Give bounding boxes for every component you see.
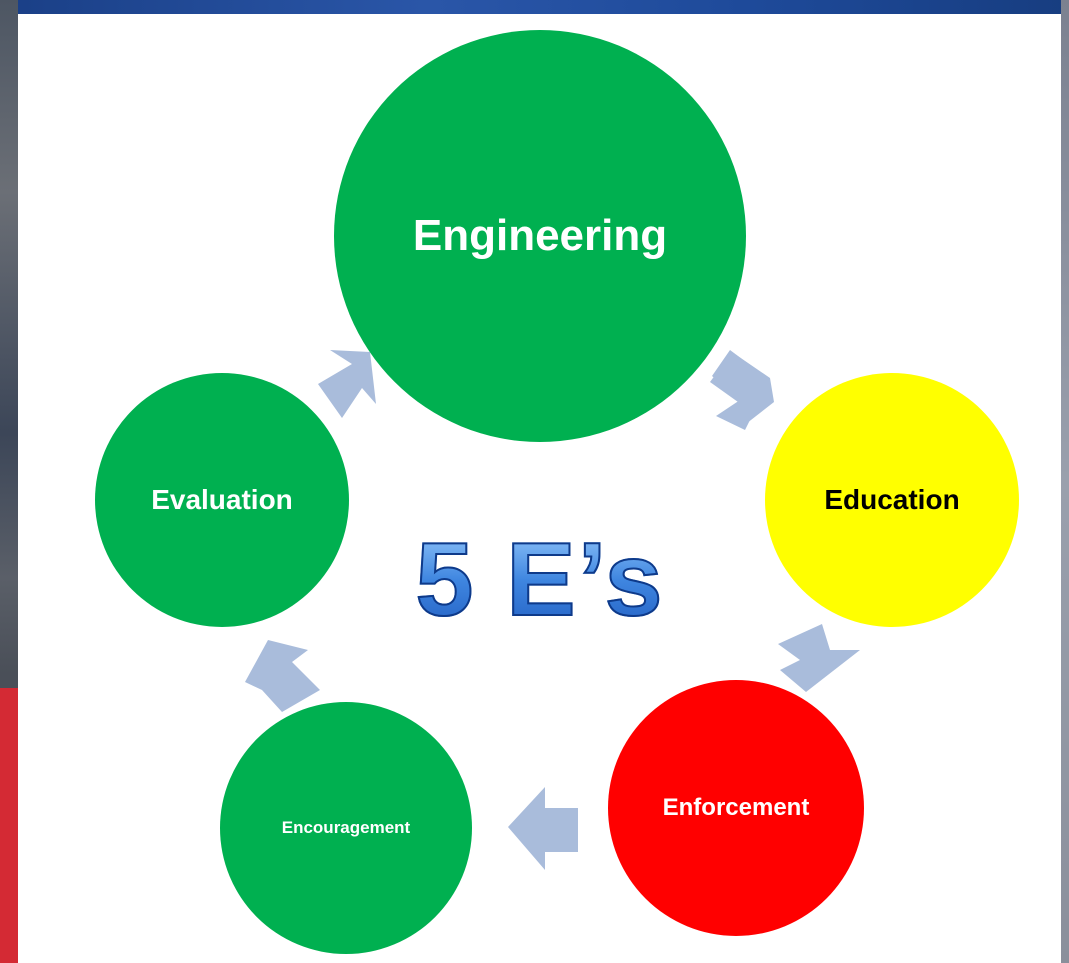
arrow-evaluation-to-engineering	[318, 350, 376, 418]
arrow-enforcement-to-encouragement	[508, 787, 578, 870]
node-enforcement-label: Enforcement	[662, 794, 810, 821]
arrow-engineering-to-education	[710, 350, 774, 430]
node-encouragement-label: Encouragement	[281, 818, 411, 837]
arrow-education-to-enforcement	[778, 624, 860, 692]
node-education-label: Education	[824, 484, 960, 515]
top-header-bar	[0, 0, 1069, 14]
node-evaluation-label: Evaluation	[151, 484, 293, 515]
node-evaluation: Evaluation	[95, 373, 349, 627]
node-engineering: Engineering	[334, 30, 746, 442]
center-title: 5 E’s	[380, 520, 700, 640]
node-education: Education	[765, 373, 1019, 627]
left-red-accent	[0, 688, 18, 963]
right-edge-strip	[1061, 0, 1069, 963]
node-engineering-label: Engineering	[412, 211, 668, 260]
arrow-encouragement-to-evaluation	[245, 640, 320, 712]
node-encouragement: Encouragement	[220, 702, 472, 954]
node-enforcement: Enforcement	[608, 680, 864, 936]
